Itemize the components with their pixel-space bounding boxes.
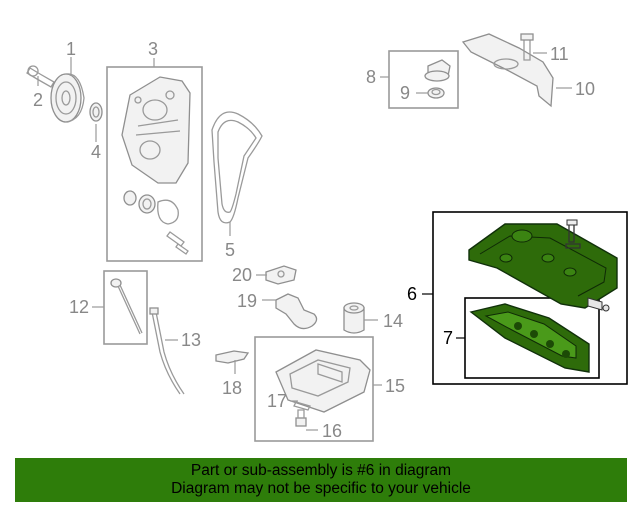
engine-cover-part[interactable] (461, 33, 554, 108)
banner-line-1: Part or sub-assembly is #6 in diagram (190, 462, 452, 479)
oil-filter-part[interactable] (343, 302, 365, 334)
callout-11: 11 (550, 44, 569, 64)
callout-20: 20 (232, 265, 252, 285)
valve-cover-gasket-part[interactable] (469, 303, 590, 373)
callout-7: 7 (443, 328, 453, 348)
callout-10: 10 (575, 79, 595, 99)
timing-seal-part[interactable] (123, 190, 156, 214)
dipstick-part[interactable] (110, 278, 143, 335)
callout-17: 17 (267, 391, 287, 411)
callout-19: 19 (237, 291, 257, 311)
timing-cover-part[interactable] (121, 76, 191, 184)
callout-5: 5 (225, 240, 235, 260)
valve-cover-box (432, 211, 628, 385)
crank-bolt-part[interactable] (26, 65, 55, 88)
dipstick-tube-part[interactable] (149, 307, 185, 395)
callout-15: 15 (385, 376, 405, 396)
oil-cap-seal-part[interactable] (427, 87, 445, 99)
callout-12: 12 (69, 297, 89, 317)
oil-filler-cap-part[interactable] (424, 59, 451, 82)
callout-14: 14 (383, 311, 403, 331)
oil-cap-box (388, 50, 459, 109)
pcv-valve-part[interactable] (587, 297, 610, 312)
pan-plug-gasket-part[interactable] (293, 401, 311, 411)
callout-8: 8 (366, 67, 376, 87)
info-banner: Part or sub-assembly is #6 in diagram Di… (15, 458, 627, 502)
callout-2: 2 (33, 90, 43, 110)
crank-pulley-part[interactable] (50, 73, 85, 123)
callout-1: 1 (66, 39, 76, 59)
valve-cover-bolt-part[interactable] (565, 219, 581, 249)
oil-pan-part[interactable] (275, 349, 371, 413)
callout-13: 13 (181, 330, 201, 350)
baffle-part[interactable] (215, 350, 250, 364)
valve-cover-part[interactable] (468, 223, 618, 309)
strainer-gasket-part[interactable] (265, 265, 297, 285)
dipstick-box (103, 270, 148, 345)
oil-pan-box (254, 336, 374, 442)
timing-gasket-part[interactable] (157, 199, 189, 255)
pan-drain-plug-part[interactable] (295, 409, 307, 427)
crank-seal-part[interactable] (89, 102, 103, 122)
banner-line-2: Diagram may not be specific to your vehi… (171, 480, 471, 497)
callout-18: 18 (222, 378, 242, 398)
callout-9: 9 (400, 83, 410, 103)
callout-4: 4 (91, 142, 101, 162)
oil-strainer-part[interactable] (275, 293, 318, 330)
callout-6: 6 (407, 284, 417, 304)
timing-chain-part[interactable] (211, 111, 263, 224)
callout-3: 3 (148, 39, 158, 59)
callout-16: 16 (322, 421, 342, 441)
engine-cover-bolt-part[interactable] (520, 33, 534, 61)
